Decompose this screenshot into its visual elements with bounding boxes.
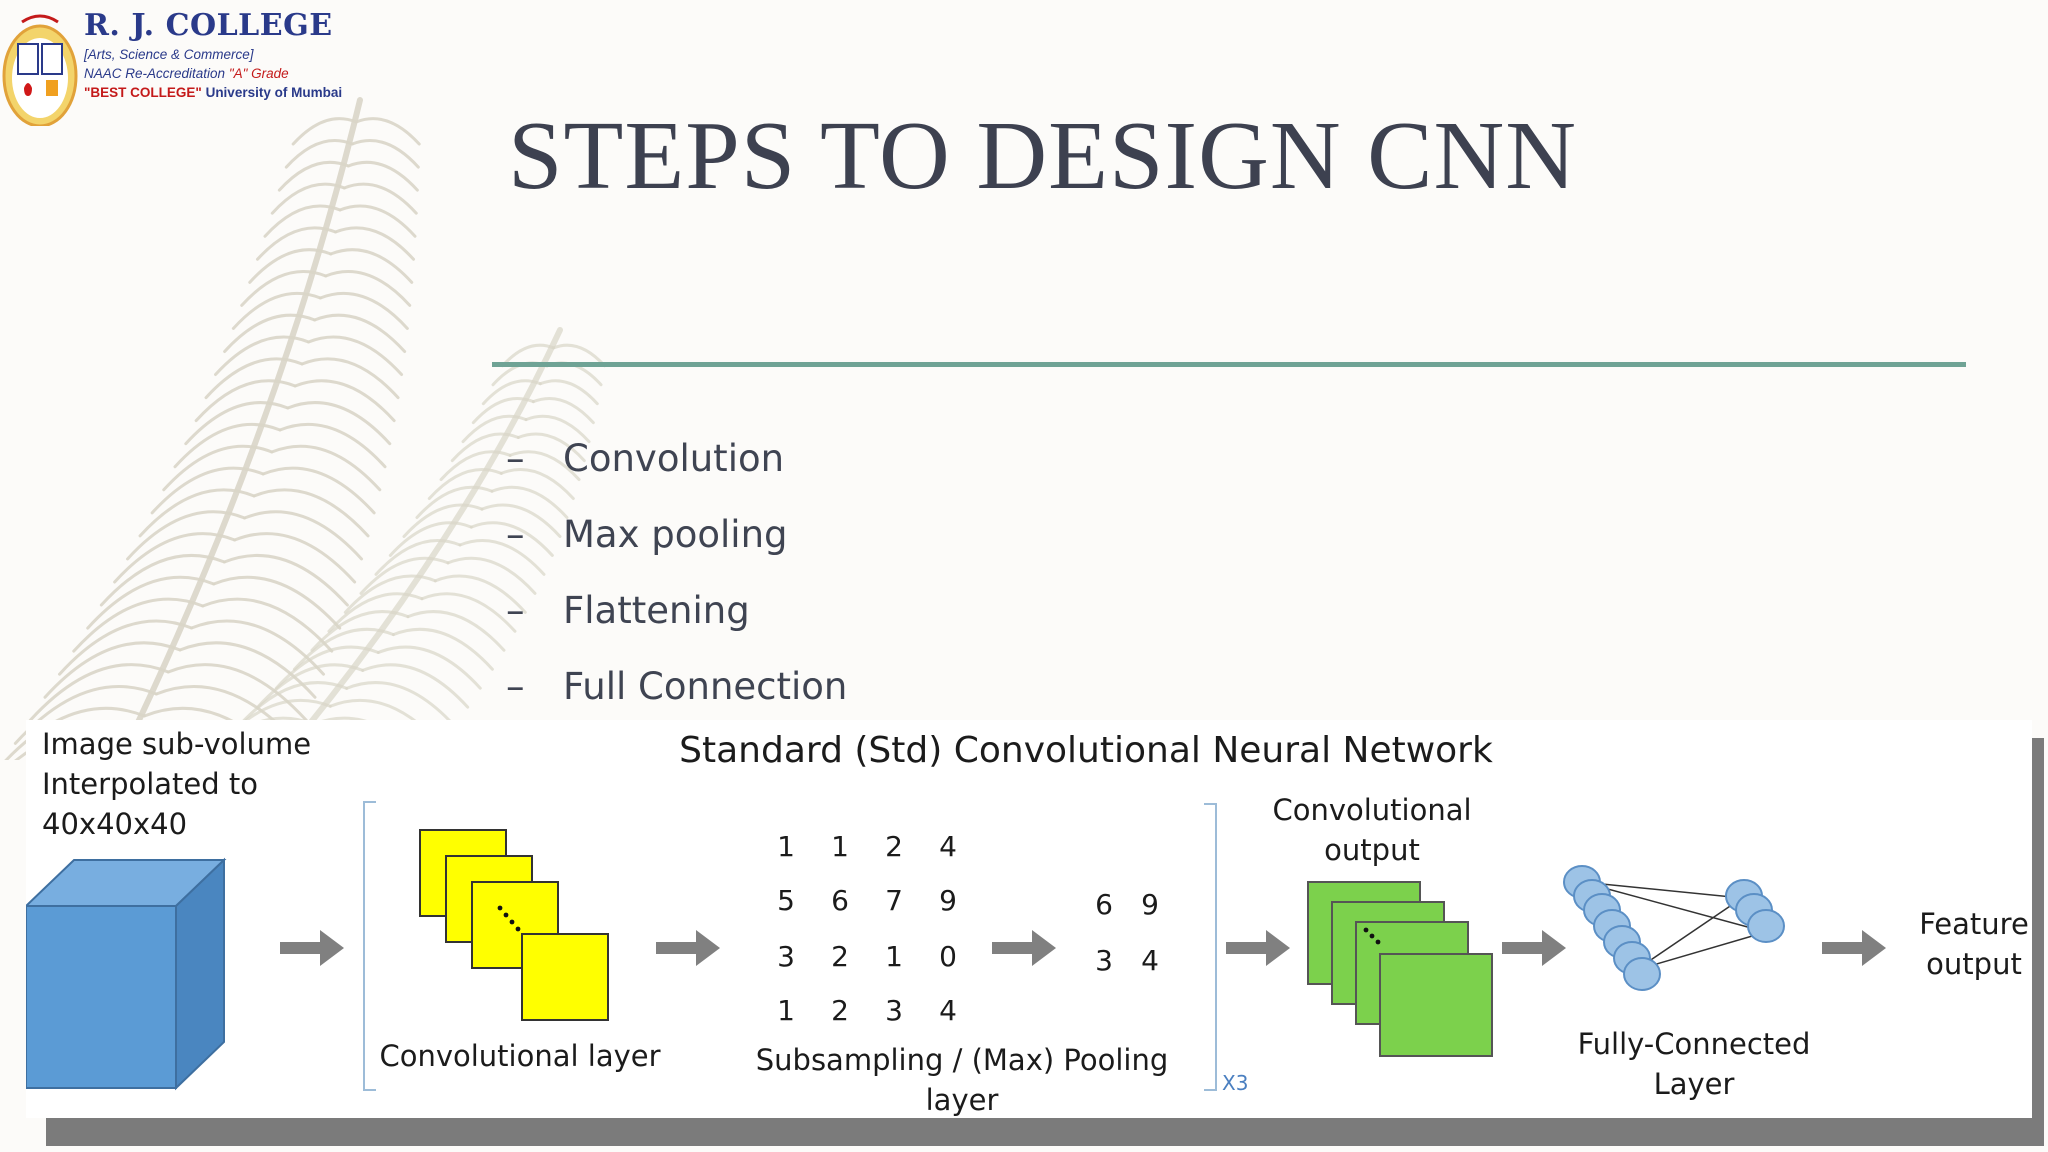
feature-label-line1: Feature xyxy=(1919,907,2029,941)
arrow-icon xyxy=(1502,930,1566,966)
svg-text:9: 9 xyxy=(939,884,957,917)
step-item: –Flattening xyxy=(506,572,847,648)
input-label-line2: Interpolated to xyxy=(42,767,258,801)
college-subtitle: [Arts, Science & Commerce] xyxy=(84,47,254,62)
arrow-icon xyxy=(280,930,344,966)
svg-text:1: 1 xyxy=(777,994,795,1027)
college-seal-icon xyxy=(2,14,78,126)
ellipsis-dots xyxy=(497,905,521,932)
bullet-dash: – xyxy=(506,664,525,708)
repeat-bracket-left xyxy=(363,801,376,1091)
conv-layer-label: Convolutional layer xyxy=(379,1039,660,1073)
svg-text:1: 1 xyxy=(885,940,903,973)
arrow-icon xyxy=(656,930,720,966)
slide-title: STEPS TO DESIGN CNN xyxy=(508,102,1578,210)
diagram-title: Standard (Std) Convolutional Neural Netw… xyxy=(679,730,1493,771)
svg-text:4: 4 xyxy=(939,994,957,1027)
college-award: "BEST COLLEGE" University of Mumbai xyxy=(84,85,343,100)
fully-connected-network xyxy=(1563,865,1785,991)
svg-text:9: 9 xyxy=(1141,888,1159,921)
feature-label-line2: output xyxy=(1926,947,2022,981)
repeat-count-label: X3 xyxy=(1222,1071,1248,1095)
step-label: Full Connection xyxy=(563,664,848,708)
arrow-icon xyxy=(1226,930,1290,966)
svg-text:6: 6 xyxy=(831,884,849,917)
step-item: –Convolution xyxy=(506,420,847,496)
input-label-line1: Image sub-volume xyxy=(42,727,311,761)
title-divider xyxy=(492,362,1966,367)
conv-output-label-line2: output xyxy=(1324,833,1420,867)
svg-text:7: 7 xyxy=(885,884,903,917)
svg-text:2: 2 xyxy=(831,994,849,1027)
college-logo: R. J. COLLEGE [Arts, Science & Commerce]… xyxy=(0,0,342,150)
convolutional-output-maps xyxy=(1307,881,1493,1057)
convolutional-feature-maps xyxy=(419,829,609,1021)
bullet-dash: – xyxy=(506,588,525,632)
step-label: Max pooling xyxy=(563,512,788,556)
svg-text:0: 0 xyxy=(939,940,957,973)
decorative-frond-illustration xyxy=(4,97,607,760)
input-volume-cube xyxy=(26,857,227,1091)
step-item: –Max pooling xyxy=(506,496,847,572)
svg-text:3: 3 xyxy=(777,940,795,973)
bullet-dash: – xyxy=(506,512,525,556)
step-label: Flattening xyxy=(563,588,750,632)
svg-text:4: 4 xyxy=(939,830,957,863)
arrow-icon xyxy=(992,930,1056,966)
step-label: Convolution xyxy=(563,436,785,480)
step-item: –Full Connection xyxy=(506,648,847,724)
college-name: R. J. COLLEGE xyxy=(84,8,333,43)
svg-text:4: 4 xyxy=(1141,944,1159,977)
arrow-icon xyxy=(1822,930,1886,966)
bullet-dash: – xyxy=(506,436,525,480)
svg-text:1: 1 xyxy=(777,830,795,863)
conv-output-label-line1: Convolutional xyxy=(1272,793,1471,827)
svg-text:3: 3 xyxy=(1095,944,1113,977)
fc-label-line2: Layer xyxy=(1654,1067,1735,1101)
ellipsis-dots xyxy=(1363,927,1381,945)
college-accreditation: NAAC Re-Accreditation "A" Grade xyxy=(84,66,289,81)
pooling-label-line1: Subsampling / (Max) Pooling xyxy=(756,1043,1169,1077)
svg-text:2: 2 xyxy=(831,940,849,973)
svg-text:2: 2 xyxy=(885,830,903,863)
input-matrix: 1 1 2 4 5 6 7 9 3 2 1 0 1 2 3 4 xyxy=(777,830,957,1027)
svg-text:1: 1 xyxy=(831,830,849,863)
cnn-diagram: Standard (Std) Convolutional Neural Netw… xyxy=(26,720,2032,1118)
pooling-label-line2: layer xyxy=(926,1083,999,1117)
fc-label-line1: Fully-Connected xyxy=(1578,1027,1811,1061)
repeat-bracket-right xyxy=(1204,803,1217,1091)
svg-text:3: 3 xyxy=(885,994,903,1027)
input-label-line3: 40x40x40 xyxy=(42,807,187,841)
svg-text:6: 6 xyxy=(1095,888,1113,921)
steps-list: –Convolution –Max pooling –Flattening –F… xyxy=(506,420,847,724)
svg-text:5: 5 xyxy=(777,884,795,917)
flow-arrows xyxy=(280,930,1886,966)
